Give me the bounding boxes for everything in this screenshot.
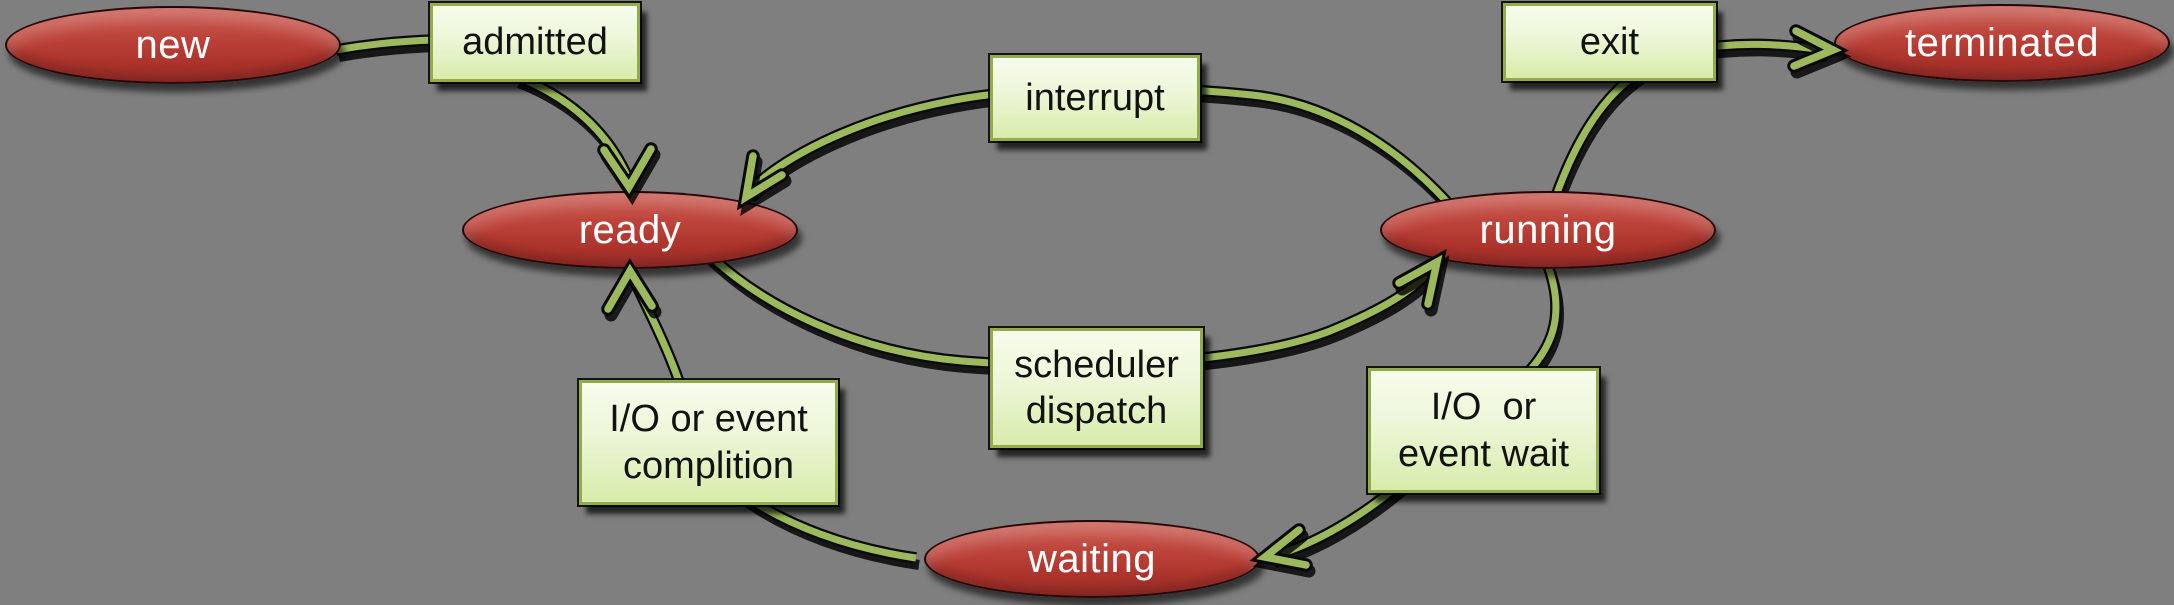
arrowhead-exit-to-terminated <box>1790 27 1842 70</box>
state-ellipse-ready: ready <box>462 191 798 269</box>
arrow-admitted-outline-2 <box>513 70 634 181</box>
state-label-ready: ready <box>578 207 682 252</box>
state-ellipse-running: running <box>1380 191 1716 269</box>
state-ellipse-new: new <box>5 6 341 84</box>
arrowhead-complition-to-ready <box>604 263 656 313</box>
transition-label-io-event-complition: I/O or event complition <box>579 380 838 505</box>
transition-label-interrupt: interrupt <box>990 55 1200 141</box>
arrow-admitted-outline-1 <box>335 34 435 56</box>
transition-label-exit: exit <box>1503 3 1716 81</box>
state-label-running: running <box>1479 207 1617 252</box>
state-ellipse-terminated: terminated <box>1834 4 2170 82</box>
transition-label-scheduler-dispatch: scheduler dispatch <box>990 328 1203 448</box>
arrowhead-admitted-to-ready <box>600 145 655 195</box>
transition-label-io-event-wait: I/O or event wait <box>1368 368 1599 493</box>
state-label-new: new <box>135 22 211 67</box>
state-ellipse-waiting: waiting <box>924 520 1260 598</box>
arrowhead-interrupt-to-ready <box>740 152 786 205</box>
state-label-waiting: waiting <box>1027 536 1156 581</box>
state-label-terminated: terminated <box>1905 20 2099 65</box>
arrow-admitted-1 <box>335 36 435 54</box>
arrowhead-dispatch-to-running <box>1395 254 1443 308</box>
transition-label-admitted: admitted <box>430 3 640 82</box>
arrow-admitted-2 <box>514 72 632 180</box>
arrowhead-wait-to-waiting <box>1256 526 1310 569</box>
